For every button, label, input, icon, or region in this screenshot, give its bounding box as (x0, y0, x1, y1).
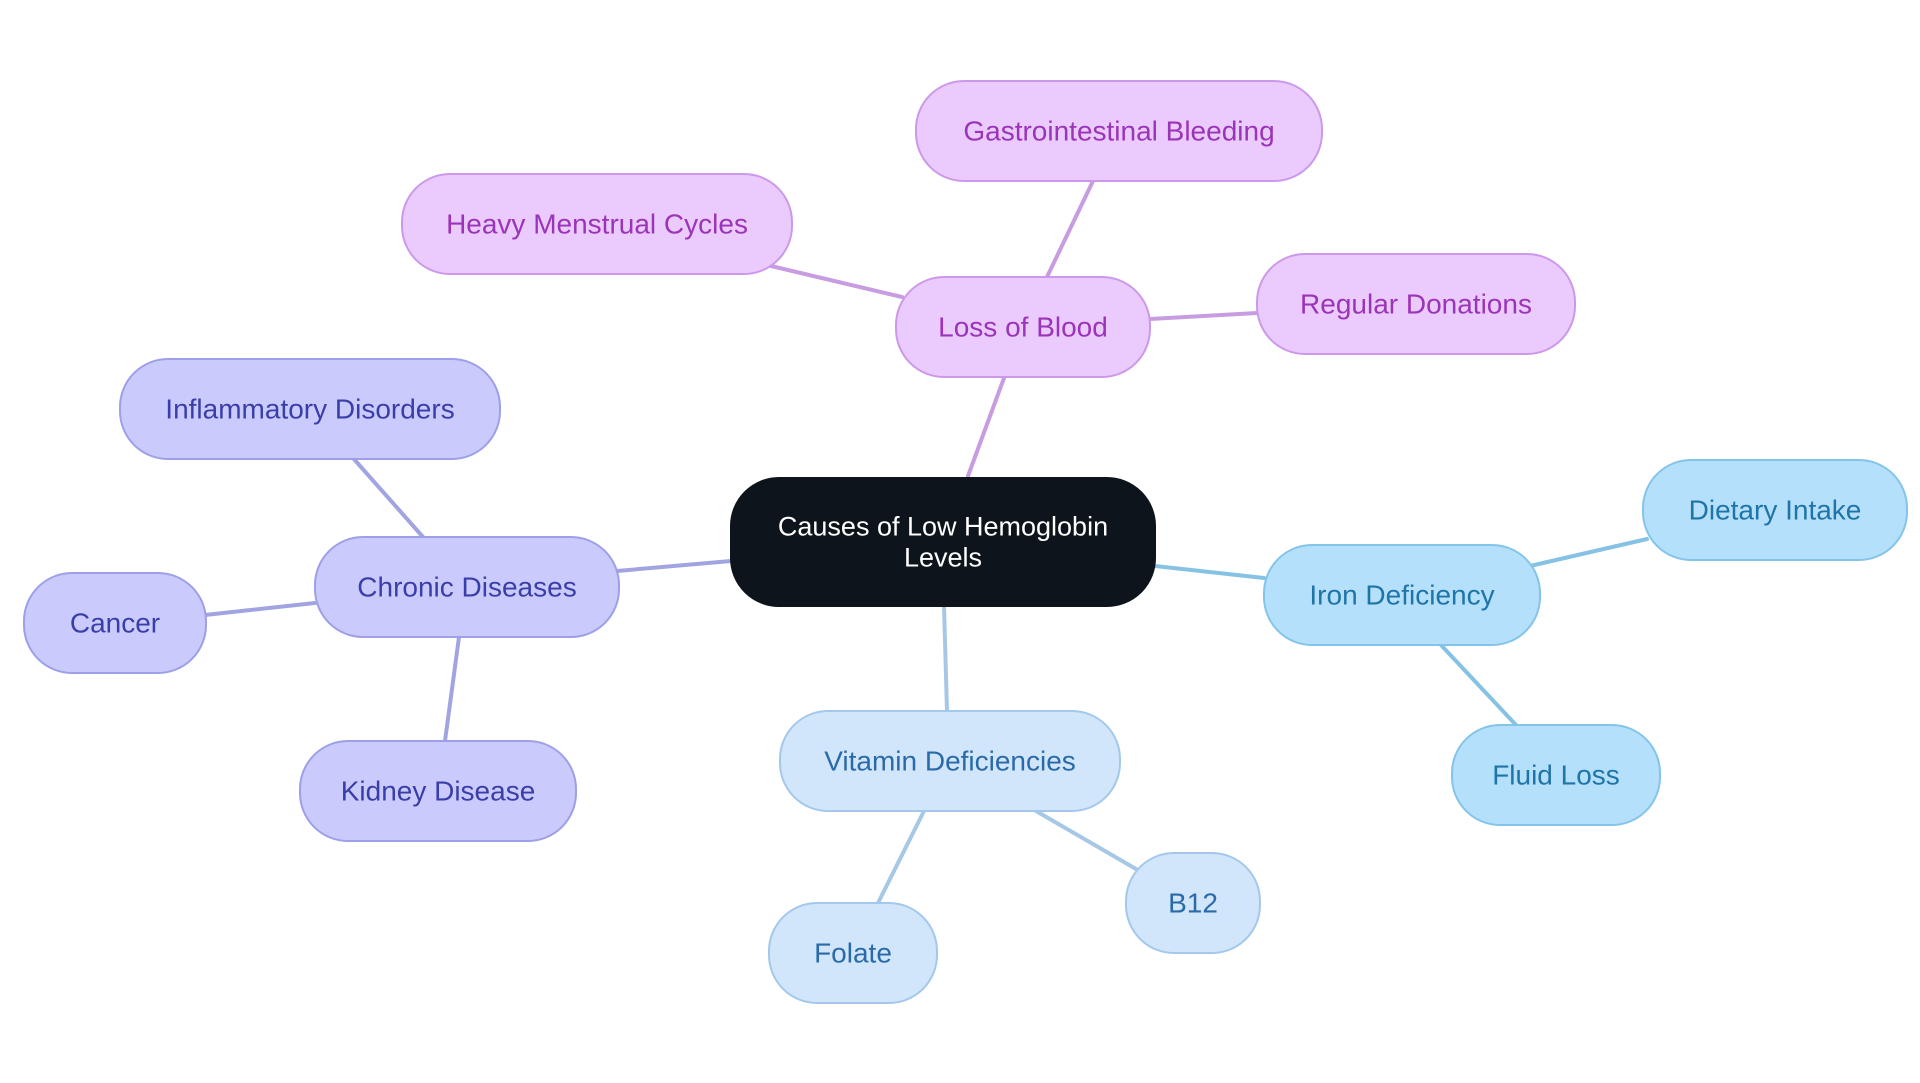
node-label-gastrointestinal-bleeding: Gastrointestinal Bleeding (963, 116, 1274, 147)
edge-root-to-vitamin-deficiencies (942, 604, 949, 713)
node-label-kidney-disease: Kidney Disease (341, 776, 536, 807)
edge-loss-of-blood-to-gastrointestinal-bleeding (1045, 179, 1095, 279)
node-folate[interactable]: Folate (768, 902, 938, 1004)
node-inflammatory-disorders[interactable]: Inflammatory Disorders (119, 358, 501, 460)
node-dietary-intake[interactable]: Dietary Intake (1642, 459, 1908, 561)
node-kidney-disease[interactable]: Kidney Disease (299, 740, 577, 842)
node-label-root-line-1: Causes of Low Hemoglobin (778, 511, 1108, 541)
node-box-b12 (1125, 852, 1261, 954)
node-loss-of-blood[interactable]: Loss of Blood (895, 276, 1151, 378)
node-label-b12: B12 (1168, 888, 1218, 919)
node-box-heavy-menstrual-cycles (401, 173, 793, 275)
edge-chronic-diseases-to-cancer (203, 601, 317, 617)
node-regular-donations[interactable]: Regular Donations (1256, 253, 1576, 355)
node-gastrointestinal-bleeding[interactable]: Gastrointestinal Bleeding (915, 80, 1323, 182)
node-box-folate (768, 902, 938, 1004)
node-vitamin-deficiencies[interactable]: Vitamin Deficiencies (779, 710, 1121, 812)
node-box-regular-donations (1256, 253, 1576, 355)
node-box-cancer (23, 572, 207, 674)
node-label-vitamin-deficiencies: Vitamin Deficiencies (824, 746, 1076, 777)
node-box-root (730, 477, 1156, 607)
edge-chronic-diseases-to-inflammatory-disorders (351, 456, 425, 539)
node-cancer[interactable]: Cancer (23, 572, 207, 674)
node-box-chronic-diseases (314, 536, 620, 638)
edge-iron-deficiency-to-dietary-intake (1528, 537, 1649, 568)
node-iron-deficiency[interactable]: Iron Deficiency (1263, 544, 1541, 646)
node-box-vitamin-deficiencies (779, 710, 1121, 812)
node-label-root-line-2: Levels (904, 543, 982, 573)
node-label-inflammatory-disorders: Inflammatory Disorders (165, 394, 454, 425)
edge-root-to-chronic-diseases (615, 559, 733, 573)
node-label-iron-deficiency: Iron Deficiency (1309, 580, 1494, 611)
edge-iron-deficiency-to-fluid-loss (1439, 643, 1518, 727)
node-fluid-loss[interactable]: Fluid Loss (1451, 724, 1661, 826)
node-b12[interactable]: B12 (1125, 852, 1261, 954)
edge-chronic-diseases-to-kidney-disease (443, 635, 461, 743)
node-label-folate: Folate (814, 938, 892, 969)
node-label-dietary-intake: Dietary Intake (1689, 495, 1862, 526)
node-label-cancer: Cancer (70, 608, 160, 639)
node-box-inflammatory-disorders (119, 358, 501, 460)
node-box-fluid-loss (1451, 724, 1661, 826)
node-label-regular-donations: Regular Donations (1300, 289, 1532, 320)
edge-loss-of-blood-to-regular-donations (1148, 311, 1259, 321)
edge-root-to-loss-of-blood (966, 376, 1006, 478)
node-box-dietary-intake (1642, 459, 1908, 561)
node-label-heavy-menstrual-cycles: Heavy Menstrual Cycles (446, 209, 748, 240)
node-label-loss-of-blood: Loss of Blood (938, 312, 1108, 343)
node-box-iron-deficiency (1263, 544, 1541, 646)
node-heavy-menstrual-cycles[interactable]: Heavy Menstrual Cycles (401, 173, 793, 275)
edge-vitamin-deficiencies-to-b12 (1034, 809, 1138, 871)
node-label-fluid-loss: Fluid Loss (1492, 760, 1620, 791)
connector-lines (203, 179, 1649, 905)
node-box-gastrointestinal-bleeding (915, 80, 1323, 182)
node-chronic-diseases[interactable]: Chronic Diseases (314, 536, 620, 638)
edge-vitamin-deficiencies-to-folate (876, 809, 926, 905)
node-label-chronic-diseases: Chronic Diseases (357, 572, 576, 603)
edge-root-to-iron-deficiency (1153, 564, 1266, 580)
node-box-kidney-disease (299, 740, 577, 842)
node-box-loss-of-blood (895, 276, 1151, 378)
edge-loss-of-blood-to-heavy-menstrual-cycles (769, 264, 904, 299)
